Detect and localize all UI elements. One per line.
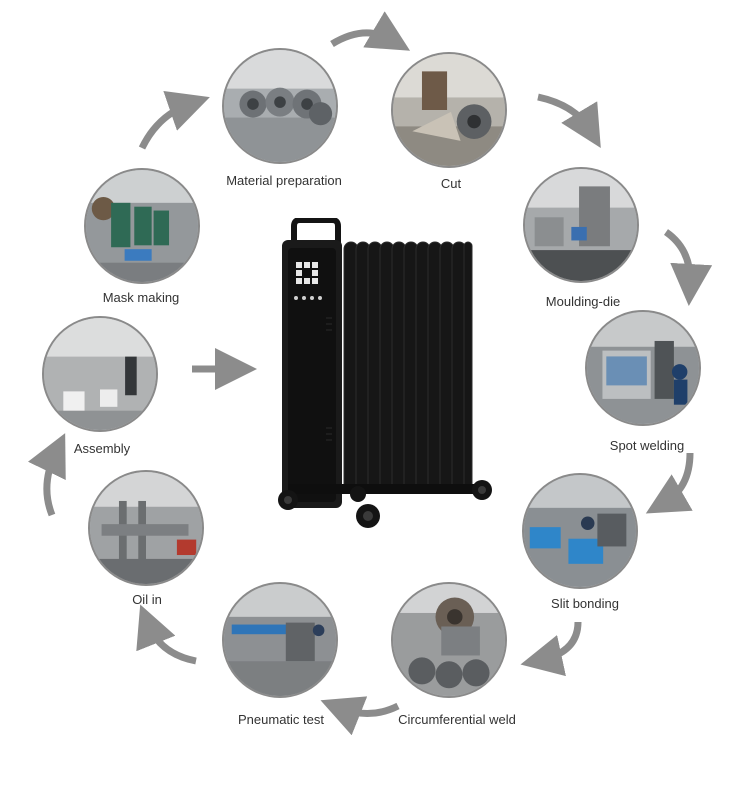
arrow-mould-to-spot	[663, 229, 713, 306]
step-label-oil-in: Oil in	[132, 592, 162, 607]
press-machine-photo	[523, 167, 639, 283]
assembly-line-photo	[42, 316, 158, 432]
arrow-spot-to-slit	[645, 452, 694, 514]
step-label-material-preparation: Material preparation	[226, 173, 342, 188]
step-label-assembly: Assembly	[73, 441, 131, 456]
arrow-slit-to-circ	[520, 621, 582, 677]
mask-stamping-photo	[84, 168, 200, 284]
step-label-slit-bonding: Slit bonding	[551, 596, 619, 611]
step-label-cut: Cut	[440, 176, 462, 191]
arrow-mask-to-prep	[138, 90, 210, 150]
bonding-line-photo	[522, 473, 638, 589]
oil-radiator-heater-image	[278, 218, 492, 528]
step-label-mask-making: Mask making	[102, 290, 180, 305]
welding-station-photo	[585, 310, 701, 426]
cutting-workshop-photo	[391, 52, 507, 168]
step-label-moulding-die: Moulding-die	[545, 294, 621, 309]
arrow-cut-to-mould	[537, 93, 601, 149]
step-label-circumferential-weld: Circumferential weld	[398, 712, 516, 727]
circumferential-weld-photo	[391, 582, 507, 698]
arrow-circ-to-pneu	[320, 696, 400, 736]
step-label-pneumatic-test: Pneumatic test	[238, 712, 324, 727]
arrow-pneu-to-oil	[136, 604, 197, 665]
oil-filling-photo	[88, 470, 204, 586]
steel-coils-photo	[222, 48, 338, 164]
step-label-spot-welding: Spot welding	[609, 438, 685, 453]
arrow-prep-to-cut	[330, 11, 411, 51]
arrow-oil-to-assembly	[27, 433, 66, 517]
pneumatic-test-photo	[222, 582, 338, 698]
